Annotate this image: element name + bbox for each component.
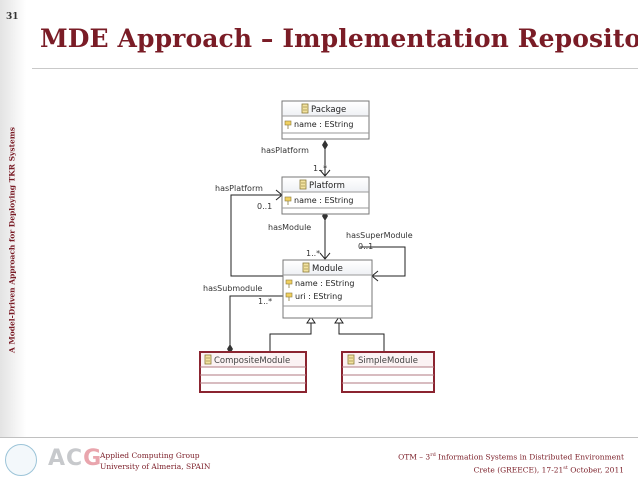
edge-label-module-platform: hasPlatform bbox=[215, 184, 263, 193]
slide-number: 31 bbox=[6, 12, 19, 22]
mult-module-platform: 0..1 bbox=[257, 202, 272, 211]
footer-location: Crete (GREECE), 17-21st October, 2011 bbox=[473, 464, 624, 475]
footer-group: Applied Computing Group bbox=[100, 451, 200, 460]
class-package[interactable]: Package name : EString bbox=[281, 100, 370, 140]
title-divider bbox=[32, 68, 638, 69]
attribute-icon bbox=[285, 292, 293, 301]
attr-platform-name: name : EString bbox=[294, 196, 353, 205]
class-name-simple: SimpleModule bbox=[358, 356, 418, 366]
attribute-icon bbox=[285, 279, 293, 288]
generalization-triangle-icon bbox=[306, 316, 316, 324]
attr-package-name: name : EString bbox=[294, 120, 353, 129]
class-icon bbox=[204, 354, 212, 365]
class-composite-module[interactable]: CompositeModule bbox=[199, 351, 307, 393]
class-icon bbox=[347, 354, 355, 365]
footer-right: OTM – 3rd Information Systems in Distrib… bbox=[398, 450, 624, 475]
supermodule-connector bbox=[360, 246, 406, 277]
class-name-composite: CompositeModule bbox=[214, 356, 290, 366]
containment-diamond-icon bbox=[322, 140, 328, 150]
page-title: MDE Approach – Implementation Repository bbox=[40, 24, 638, 53]
class-diagram: hasPlatform 1..* hasPlatform 0..1 hasMod… bbox=[199, 100, 435, 393]
mult-pkg-platform: 1..* bbox=[313, 164, 327, 173]
class-icon bbox=[302, 262, 310, 273]
arrow-head-icon bbox=[319, 252, 331, 260]
class-simple-module[interactable]: SimpleModule bbox=[341, 351, 435, 393]
attribute-icon bbox=[284, 196, 292, 205]
attr-module-name: name : EString bbox=[295, 279, 354, 288]
footer-conference: OTM – 3rd Information Systems in Distrib… bbox=[398, 452, 624, 462]
simple-generalization bbox=[338, 323, 385, 352]
footer-left: Applied Computing Group University of Al… bbox=[100, 450, 210, 472]
class-name-platform: Platform bbox=[309, 181, 345, 191]
generalization-triangle-icon bbox=[334, 316, 344, 324]
class-platform[interactable]: Platform name : EString bbox=[281, 176, 370, 215]
edge-label-pkg-platform: hasPlatform bbox=[261, 146, 309, 155]
class-module[interactable]: Module name : EString uri : EString bbox=[282, 259, 373, 319]
mult-platform-module: 1..* bbox=[306, 249, 320, 258]
class-icon bbox=[299, 179, 307, 190]
left-sidebar: 31 A Model-Driven Approach for Deploying… bbox=[0, 0, 26, 437]
edge-label-platform-module: hasModule bbox=[268, 223, 311, 232]
footer-university: University of Almeria, SPAIN bbox=[100, 462, 211, 471]
class-name-module: Module bbox=[312, 264, 343, 274]
university-seal-icon bbox=[5, 444, 37, 476]
arrow-head-icon bbox=[319, 169, 331, 177]
acg-logo: ACG bbox=[48, 446, 103, 471]
module-platform-connector bbox=[230, 194, 290, 277]
submodule-connector bbox=[229, 295, 283, 352]
mult-supermodule: 0..1 bbox=[358, 242, 373, 251]
attr-module-uri: uri : EString bbox=[295, 292, 342, 301]
edge-label-submodule: hasSubmodule bbox=[203, 284, 262, 293]
class-name-package: Package bbox=[311, 105, 346, 115]
composite-generalization bbox=[269, 323, 312, 352]
attribute-icon bbox=[284, 120, 292, 129]
class-icon bbox=[301, 103, 309, 114]
footer-divider bbox=[0, 437, 638, 438]
mult-submodule: 1..* bbox=[258, 297, 272, 306]
edge-label-supermodule: hasSuperModule bbox=[346, 231, 413, 240]
